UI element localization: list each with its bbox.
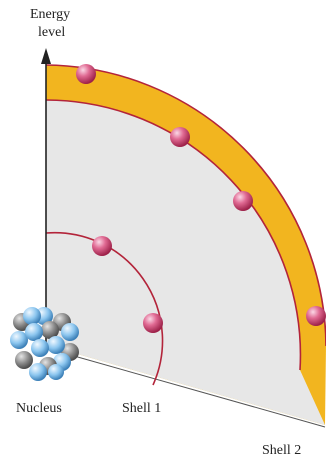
energy-axis-label-line2: level (38, 26, 65, 40)
electron (233, 191, 253, 211)
energy-axis-label-line1: Energy (30, 8, 70, 22)
energy-axis-arrowhead (41, 48, 51, 64)
nucleus (10, 307, 79, 381)
electron (92, 236, 112, 256)
shell1-label: Shell 1 (122, 402, 161, 416)
nucleus-label: Nucleus (16, 402, 62, 416)
electron (76, 64, 96, 84)
electron (170, 127, 190, 147)
shell2-label: Shell 2 (262, 444, 301, 458)
electron (306, 306, 326, 326)
electron (143, 313, 163, 333)
